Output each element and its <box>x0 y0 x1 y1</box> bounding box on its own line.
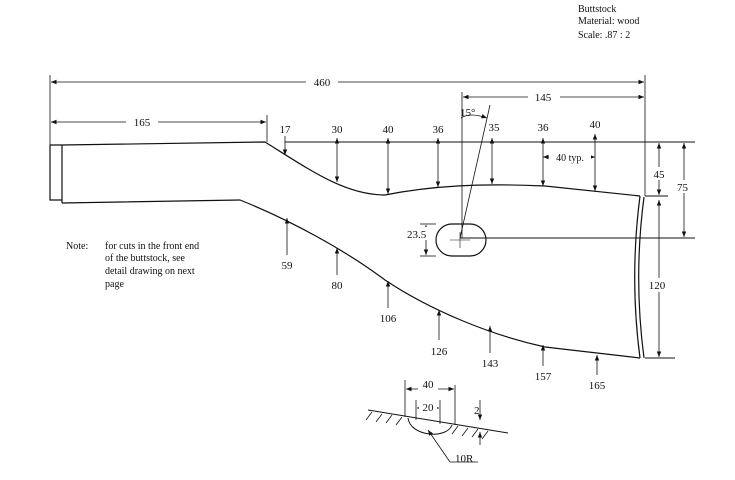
title-line-2: Material: wood <box>578 16 639 27</box>
butt-plate-rear <box>638 196 645 359</box>
angle-arc <box>460 114 488 119</box>
note-line-4: page <box>105 279 124 290</box>
top-depth-3: 40 <box>383 124 395 136</box>
top-depth-6: 36 <box>538 122 550 134</box>
hole-slot <box>435 223 487 257</box>
bottom-depth-1: 59 <box>282 260 294 272</box>
title-line-3: Scale: .87 : 2 <box>578 30 630 41</box>
dim-butt-top: 45 <box>654 169 666 181</box>
angle-line <box>459 104 491 239</box>
butt-plate-front <box>634 195 641 359</box>
top-depth-7: 40 <box>590 119 602 131</box>
bottom-depth-5: 143 <box>482 358 499 370</box>
top-depth-4: 36 <box>433 124 445 136</box>
dim-butt-height: 120 <box>649 280 666 292</box>
note-line-2: of the buttstock, see <box>105 253 186 264</box>
detail-surface <box>367 409 509 434</box>
note-label: Note: <box>66 241 88 252</box>
dim-typ-spacing: 40 typ. <box>556 153 584 164</box>
bottom-depth-7: 165 <box>589 380 606 392</box>
detail-depth: 2 <box>474 405 480 417</box>
dim-hole-height: 23.5 <box>407 229 427 241</box>
stock-bottom-edge <box>61 199 641 359</box>
detail-width-outer: 40 <box>423 379 435 391</box>
stock-hole: 23.5 <box>405 223 487 257</box>
bottom-depth-3: 106 <box>380 313 397 325</box>
note-line-1: for cuts in the front end <box>105 241 199 252</box>
top-depth-dims: 17 30 40 36 35 36 40 <box>280 119 602 194</box>
bottom-depth-6: 157 <box>535 371 552 383</box>
dim-angle: 15° <box>460 107 475 119</box>
dim-rear-span: 145 <box>535 92 552 104</box>
detail-hatching <box>365 411 489 440</box>
note-line-3: detail drawing on next <box>105 266 195 277</box>
detail-radius: 10R <box>455 453 474 465</box>
top-depth-1: 17 <box>280 124 292 136</box>
bottom-depth-dims: 59 80 106 126 143 157 165 <box>282 218 606 392</box>
detail-width-inner: 20 <box>423 402 435 414</box>
stock-top-edge <box>61 141 641 197</box>
stock-outline <box>49 141 645 359</box>
title-line-1: Buttstock <box>578 4 616 15</box>
bottom-depth-4: 126 <box>431 346 448 358</box>
dim-butt-mid: 75 <box>677 182 689 194</box>
cut-detail: 40 20 2 10R <box>365 378 509 465</box>
detail-radius-leader <box>427 429 451 463</box>
top-depth-5: 35 <box>489 122 501 134</box>
top-depth-2: 30 <box>332 124 344 136</box>
dim-front-length: 165 <box>134 117 151 129</box>
bottom-depth-2: 80 <box>332 280 344 292</box>
dim-overall-length: 460 <box>314 77 331 89</box>
stock-front-end <box>49 144 62 201</box>
